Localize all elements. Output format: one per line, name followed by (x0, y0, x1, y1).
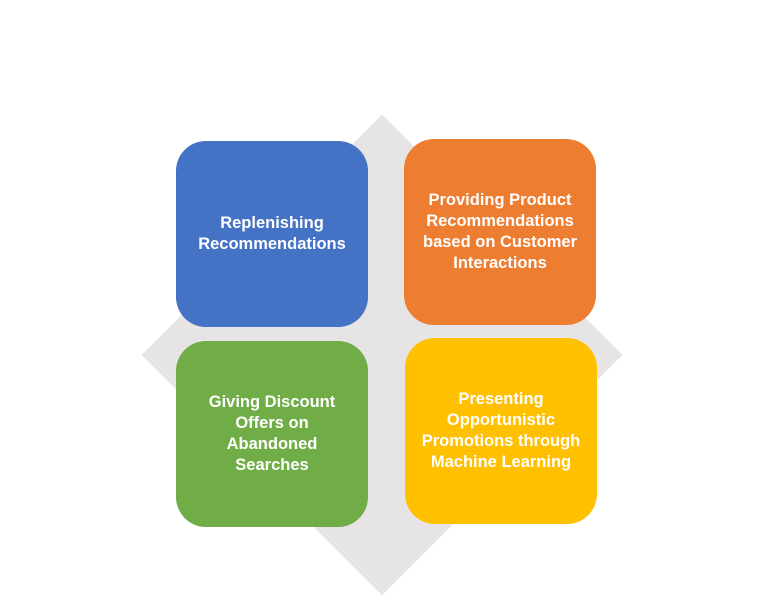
tile-line: Recommendations (198, 235, 346, 253)
tile-line: Machine Learning (430, 453, 572, 471)
tile-line: Giving Discount (208, 393, 336, 411)
tile-line: Providing Product (428, 191, 572, 209)
tile-line: Searches (235, 456, 309, 474)
tile-line: Recommendations (426, 212, 574, 230)
tile-opportunistic-promotions: Presenting Opportunistic Promotions thro… (405, 338, 597, 524)
tile-line: Abandoned (226, 435, 318, 453)
tile-text: Presenting Opportunistic Promotions thro… (422, 389, 581, 473)
tile-replenishing-recommendations: Replenishing Recommendations (176, 141, 368, 327)
tile-line: Promotions through (421, 432, 581, 450)
tile-line: Offers on (235, 414, 309, 432)
tile-text: Giving Discount Offers on Abandoned Sear… (209, 392, 336, 476)
tile-line: Replenishing (220, 214, 324, 232)
tile-text: Providing Product Recommendations based … (423, 190, 577, 274)
tile-line: Interactions (453, 254, 547, 272)
tile-line: Presenting (458, 390, 544, 408)
tile-product-recommendations: Providing Product Recommendations based … (404, 139, 596, 325)
tile-discount-offers: Giving Discount Offers on Abandoned Sear… (176, 341, 368, 527)
tile-line: based on Customer (422, 233, 578, 251)
tile-line: Opportunistic (446, 411, 556, 429)
tile-text: Replenishing Recommendations (198, 213, 346, 255)
